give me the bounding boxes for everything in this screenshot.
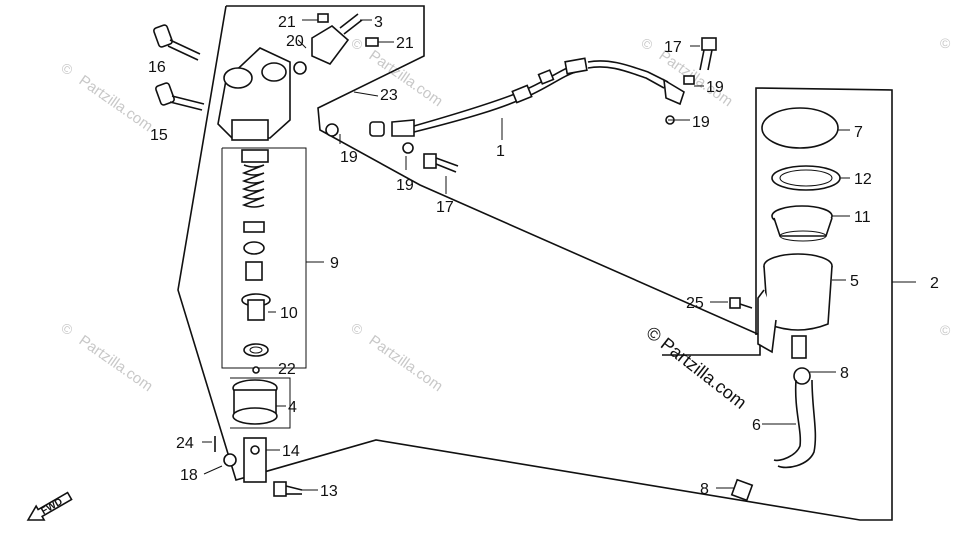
watermark-text: Partzilla.com xyxy=(76,332,156,395)
assembly-outline-left xyxy=(226,5,761,356)
callout-16: 16 xyxy=(148,59,166,76)
watermark-copyright: © xyxy=(58,319,76,338)
callouts: 21 3 20 21 16 15 23 19 19 17 1 17 19 19 … xyxy=(148,14,939,500)
reservoir-cap xyxy=(761,107,839,149)
main-watermark-text: © Partzilla.com xyxy=(643,322,751,412)
reservoir-tank xyxy=(757,253,833,359)
push-rod-joint xyxy=(214,436,303,497)
callout-2: 2 xyxy=(930,275,939,292)
callout-22: 22 xyxy=(278,361,296,378)
bracket-4 xyxy=(230,377,291,429)
callout-19: 19 xyxy=(340,149,358,166)
callout-19: 19 xyxy=(706,79,724,96)
callout-19: 19 xyxy=(692,114,710,131)
callout-19: 19 xyxy=(396,177,414,194)
fwd-arrow: FWD xyxy=(26,491,73,521)
watermark-copyright: © xyxy=(940,35,951,51)
piston-spring-stack xyxy=(241,149,271,374)
main-watermark: © Partzilla.com xyxy=(643,322,751,412)
callout-1: 1 xyxy=(496,143,505,160)
fwd-label: FWD xyxy=(39,496,64,517)
callout-17: 17 xyxy=(664,39,682,56)
callout-18: 18 xyxy=(180,467,198,484)
callout-11: 11 xyxy=(854,209,871,226)
callout-3: 3 xyxy=(374,14,383,31)
callout-12: 12 xyxy=(854,171,872,188)
leader-lines xyxy=(202,19,916,491)
callout-17: 17 xyxy=(436,199,454,216)
reservoir-plate xyxy=(771,165,841,191)
callout-14: 14 xyxy=(282,443,300,460)
watermark-copyright: © xyxy=(58,59,76,78)
bolt-16 xyxy=(153,24,201,61)
callout-21: 21 xyxy=(396,35,414,52)
assembly-outline-left-side xyxy=(177,5,893,521)
callout-24: 24 xyxy=(176,435,194,452)
bracket-9 xyxy=(221,147,307,369)
reservoir-diaphragm xyxy=(771,205,833,242)
watermark-text: Partzilla.com xyxy=(656,47,736,110)
dust-boot xyxy=(232,379,278,425)
callout-15: 15 xyxy=(150,127,168,144)
reservoir-hose xyxy=(730,367,817,502)
bolt-17-lower xyxy=(423,153,459,173)
callout-20: 20 xyxy=(286,33,304,50)
callout-13: 13 xyxy=(320,483,338,500)
clutch-hose xyxy=(325,57,695,154)
callout-21: 21 xyxy=(278,14,296,31)
watermark-text: Partzilla.com xyxy=(366,332,446,395)
callout-25: 25 xyxy=(686,295,704,312)
callout-5: 5 xyxy=(850,273,859,290)
callout-8: 8 xyxy=(700,481,709,498)
screw-25 xyxy=(729,297,753,309)
bolt-15 xyxy=(155,82,205,111)
watermark-copyright: © xyxy=(348,34,366,53)
callout-6: 6 xyxy=(752,417,761,434)
watermark-copyright: © xyxy=(348,319,366,338)
callout-10: 10 xyxy=(280,305,298,322)
bolt-17-upper xyxy=(699,37,717,71)
callout-7: 7 xyxy=(854,124,863,141)
callout-8: 8 xyxy=(840,365,849,382)
callout-4: 4 xyxy=(288,399,297,416)
master-cylinder-body xyxy=(217,47,291,141)
watermark-text: Partzilla.com xyxy=(76,72,156,135)
callout-23: 23 xyxy=(380,87,398,104)
callout-9: 9 xyxy=(330,255,339,272)
watermark-copyright: © xyxy=(940,322,951,338)
watermark-copyright: © xyxy=(638,34,656,53)
hose-joint-fitting xyxy=(293,13,379,75)
